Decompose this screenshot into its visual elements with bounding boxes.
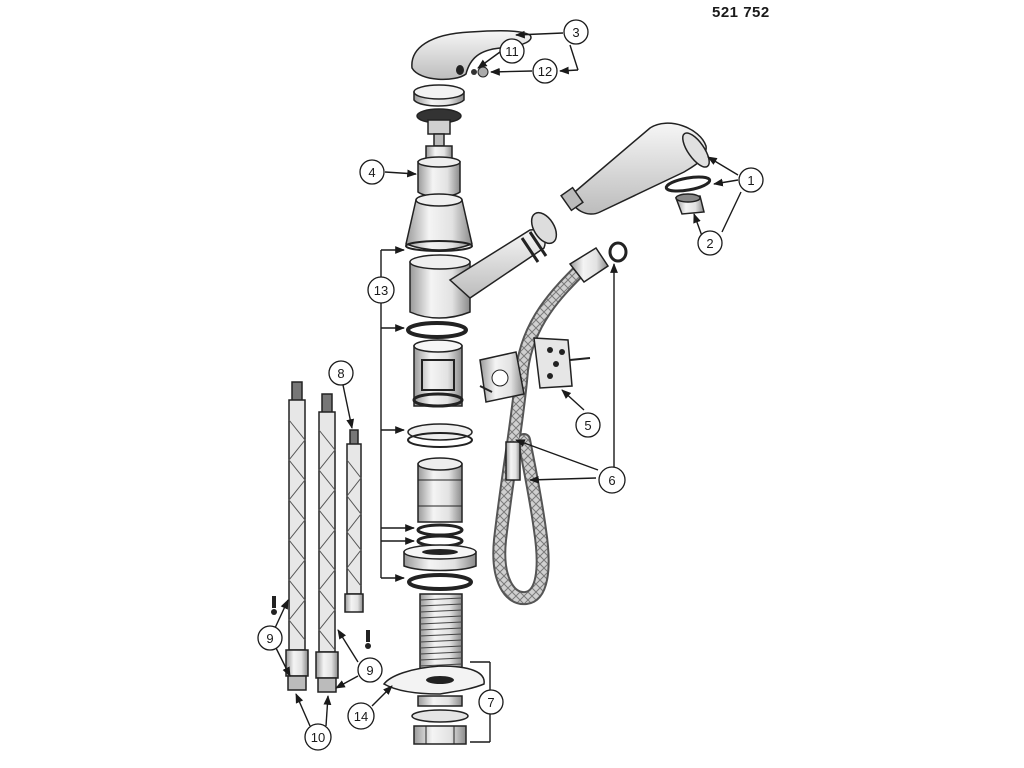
svg-text:13: 13 <box>374 283 388 298</box>
svg-text:5: 5 <box>584 418 591 433</box>
svg-text:12: 12 <box>538 64 552 79</box>
svg-text:9: 9 <box>266 631 273 646</box>
part-number: 521 752 <box>712 4 770 21</box>
handle-adapter-ring <box>413 84 465 107</box>
svg-text:8: 8 <box>337 366 344 381</box>
callout-3: 3 <box>563 19 589 45</box>
callout-5: 5 <box>575 412 601 438</box>
svg-text:14: 14 <box>354 709 368 724</box>
callout-8: 8 <box>328 360 354 386</box>
svg-text:7: 7 <box>487 695 494 710</box>
body-o-rings-3 <box>416 523 464 548</box>
pull-out-hose <box>492 246 610 606</box>
svg-text:10: 10 <box>311 730 325 745</box>
handle-screw <box>471 69 477 75</box>
faucet-body-spout <box>409 211 558 319</box>
callout-4: 4 <box>359 159 385 185</box>
supply-hose-markers <box>271 596 371 649</box>
handle-cap <box>477 66 489 78</box>
body-sleeve <box>417 457 463 523</box>
callout-12: 12 <box>532 58 558 84</box>
spray-head <box>560 122 710 215</box>
svg-text:2: 2 <box>706 236 713 251</box>
svg-text:11: 11 <box>505 44 519 59</box>
cartridge <box>417 145 461 198</box>
cartridge-cover <box>405 193 473 252</box>
callout-9-right: 9 <box>357 657 383 683</box>
threaded-stud <box>419 593 463 671</box>
body-o-ring-4 <box>407 573 473 591</box>
callout-2: 2 <box>697 230 723 256</box>
hose-washer <box>608 241 628 263</box>
callout-10: 10 <box>304 723 332 751</box>
aerator <box>674 193 705 215</box>
callout-14: 14 <box>347 702 375 730</box>
lever-handle <box>411 30 532 81</box>
supply-hose-3 <box>344 429 364 613</box>
cartridge-stem <box>416 108 462 147</box>
supply-hose-2 <box>315 393 339 693</box>
hose-weight <box>479 337 591 403</box>
svg-text:1: 1 <box>747 173 754 188</box>
svg-text:9: 9 <box>366 663 373 678</box>
body-ring-2 <box>407 423 473 448</box>
svg-text:6: 6 <box>608 473 615 488</box>
callout-6: 6 <box>598 466 626 494</box>
svg-text:4: 4 <box>368 165 375 180</box>
body-o-ring-1 <box>406 321 468 339</box>
spray-o-ring <box>664 175 712 193</box>
mounting-plate <box>382 665 485 695</box>
leader-lines <box>274 30 742 743</box>
svg-text:3: 3 <box>572 25 579 40</box>
diverter-valve <box>412 339 464 408</box>
body-base-ring <box>403 544 477 572</box>
callout-11: 11 <box>499 38 525 64</box>
callout-7: 7 <box>478 689 504 715</box>
callout-1: 1 <box>738 167 764 193</box>
mounting-nut <box>411 695 469 745</box>
callout-9-left: 9 <box>257 625 283 651</box>
supply-hose-1 <box>285 381 309 691</box>
callout-13: 13 <box>367 276 395 304</box>
